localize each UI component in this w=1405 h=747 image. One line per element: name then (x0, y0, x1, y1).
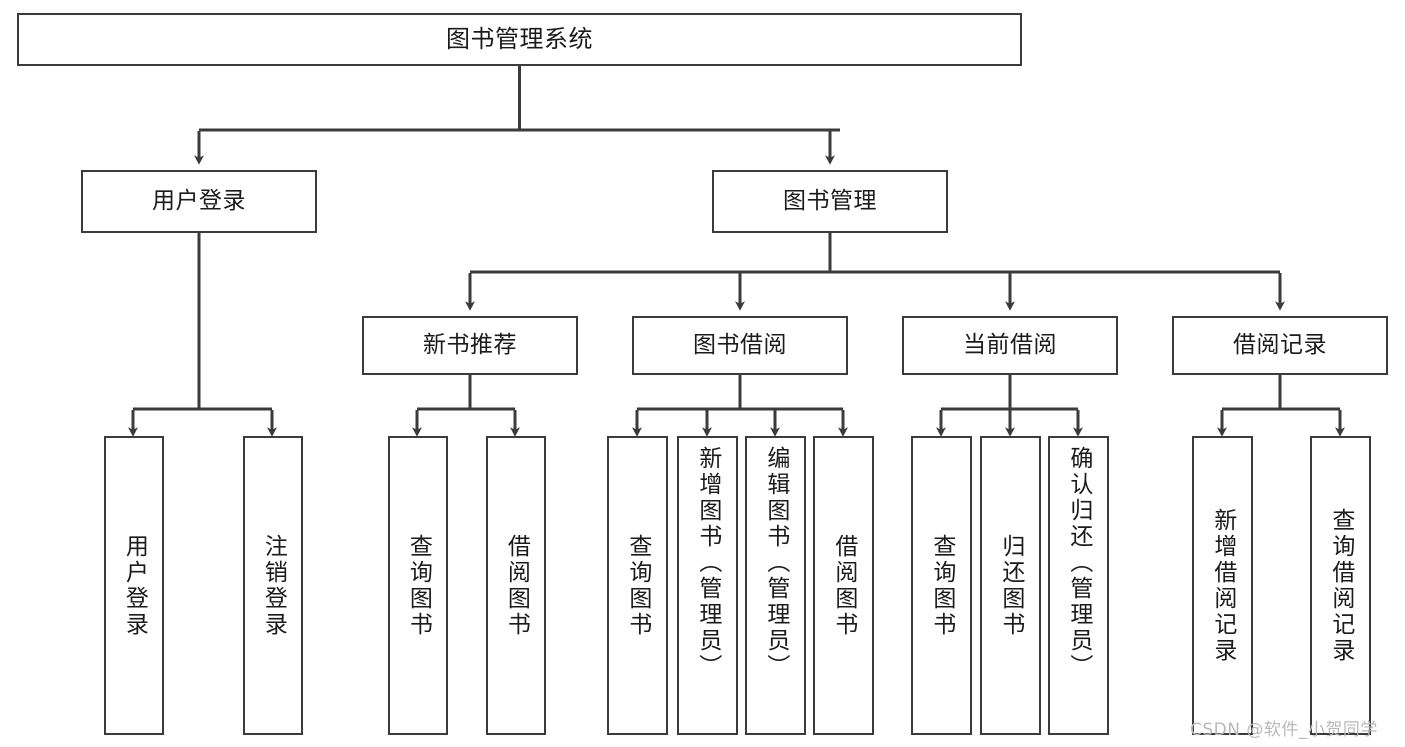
node-label: 借阅图书 (503, 533, 530, 638)
leaf-book-borrow-borrow-book[interactable]: 借阅图书 (813, 436, 874, 735)
node-label: 查询借阅记录 (1327, 507, 1354, 664)
node-label: 查询图书 (928, 533, 955, 638)
node-label: 查询图书 (624, 533, 651, 638)
node-current-borrow[interactable]: 当前借阅 (902, 316, 1118, 375)
node-label: 归还图书 (997, 533, 1024, 638)
node-borrow-record[interactable]: 借阅记录 (1172, 316, 1388, 375)
node-label: 编辑图书（管理员） (762, 446, 789, 680)
node-user-login[interactable]: 用户登录 (81, 170, 317, 233)
node-label: 借阅图书 (830, 533, 857, 638)
leaf-user-login-login[interactable]: 用户登录 (104, 436, 164, 735)
node-label: 借阅记录 (1233, 331, 1327, 358)
leaf-book-borrow-query-book[interactable]: 查询图书 (607, 436, 668, 735)
leaf-new-book-query-book[interactable]: 查询图书 (388, 436, 448, 735)
node-root-book-management-system[interactable]: 图书管理系统 (17, 13, 1022, 66)
leaf-book-borrow-edit-book-admin[interactable]: 编辑图书（管理员） (745, 436, 806, 735)
node-label: 用户登录 (152, 187, 246, 214)
node-label: 新书推荐 (423, 331, 517, 358)
csdn-watermark: CSDN @软件_小贺同学 (1190, 720, 1378, 740)
leaf-book-borrow-add-book-admin[interactable]: 新增图书（管理员） (677, 436, 738, 735)
node-label: 图书管理系统 (446, 25, 593, 54)
leaf-user-login-logout[interactable]: 注销登录 (243, 436, 303, 735)
node-label: 图书管理 (783, 187, 877, 214)
node-label: 查询图书 (405, 533, 432, 638)
leaf-current-borrow-confirm-return-admin[interactable]: 确认归还（管理员） (1048, 436, 1109, 735)
node-label: 确认归还（管理员） (1065, 446, 1092, 680)
node-label: 新增图书（管理员） (694, 446, 721, 680)
leaf-current-borrow-query-book[interactable]: 查询图书 (911, 436, 972, 735)
node-book-management[interactable]: 图书管理 (712, 170, 948, 233)
node-label: 用户登录 (121, 533, 148, 638)
leaf-current-borrow-return-book[interactable]: 归还图书 (980, 436, 1041, 735)
node-label: 注销登录 (260, 533, 287, 638)
leaf-borrow-record-query-record[interactable]: 查询借阅记录 (1310, 436, 1371, 735)
leaf-borrow-record-add-record[interactable]: 新增借阅记录 (1192, 436, 1253, 735)
node-book-borrow[interactable]: 图书借阅 (632, 316, 848, 375)
node-label: 新增借阅记录 (1209, 507, 1236, 664)
leaf-new-book-borrow-book[interactable]: 借阅图书 (486, 436, 546, 735)
node-label: 当前借阅 (963, 331, 1057, 358)
node-label: 图书借阅 (693, 331, 787, 358)
node-new-book-recommend[interactable]: 新书推荐 (362, 316, 578, 375)
